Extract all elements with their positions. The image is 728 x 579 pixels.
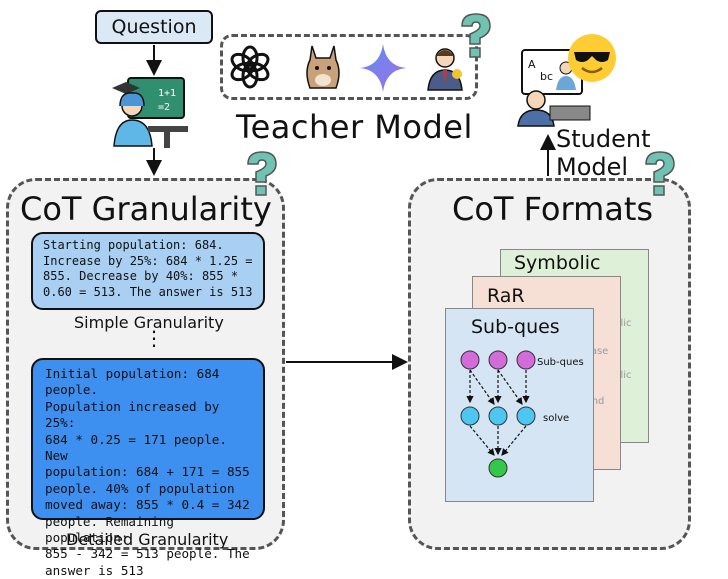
question-box: Question: [95, 10, 213, 44]
teacher-models-panel: [220, 34, 478, 100]
svg-text:A: A: [528, 58, 536, 71]
sub-ques-card: [445, 308, 594, 502]
solve-step-label: solve: [543, 413, 570, 424]
simple-granularity-box: Starting population: 684. Increase by 25…: [31, 232, 265, 310]
sub-ques-node: [516, 350, 536, 370]
question-mark-icon: [645, 151, 675, 196]
sub-ques-card-title: Sub-ques: [471, 316, 560, 338]
gemini-icon: [360, 44, 406, 92]
detailed-granularity-caption: Detailed Granularity: [66, 530, 229, 549]
solve-node: [460, 406, 480, 426]
answer-node: [488, 458, 508, 478]
svg-text:=2: =2: [158, 102, 170, 113]
sub-ques-node: [460, 350, 480, 370]
student-model-label: Student Model: [556, 125, 651, 181]
svg-text:1+1: 1+1: [158, 88, 176, 99]
sub-ques-node: [488, 350, 508, 370]
teacher-illustration-icon: 1+1 =2: [112, 77, 188, 148]
cool-emoji-icon: [568, 34, 616, 82]
cot-granularity-title: CoT Granularity: [20, 190, 272, 228]
solve-node: [516, 406, 536, 426]
question-label: Question: [111, 16, 197, 38]
sub-ques-step-label: Sub-ques: [537, 357, 584, 368]
detailed-granularity-box: Initial population: 684 people. Populati…: [31, 358, 265, 578]
symbolic-card-title: Symbolic: [514, 252, 601, 274]
llama-icon: [306, 45, 340, 89]
svg-text:bc: bc: [540, 70, 553, 83]
teacher-model-label: Teacher Model: [236, 108, 473, 146]
student-illustration-icon: A bc: [517, 49, 591, 127]
solve-node: [488, 406, 508, 426]
question-mark-icon: [461, 13, 491, 58]
ellipsis: ⋮: [144, 326, 164, 350]
openai-logo-icon: [230, 45, 270, 89]
connector-arrows: [146, 45, 556, 370]
cot-formats-title: CoT Formats: [452, 190, 654, 228]
sub-ques-tree: [460, 350, 536, 478]
simple-granularity-caption: Simple Granularity: [74, 313, 224, 332]
rar-card-title: RaR: [487, 285, 525, 307]
question-mark-icon: [247, 151, 277, 196]
expert-person-icon: [427, 48, 463, 91]
